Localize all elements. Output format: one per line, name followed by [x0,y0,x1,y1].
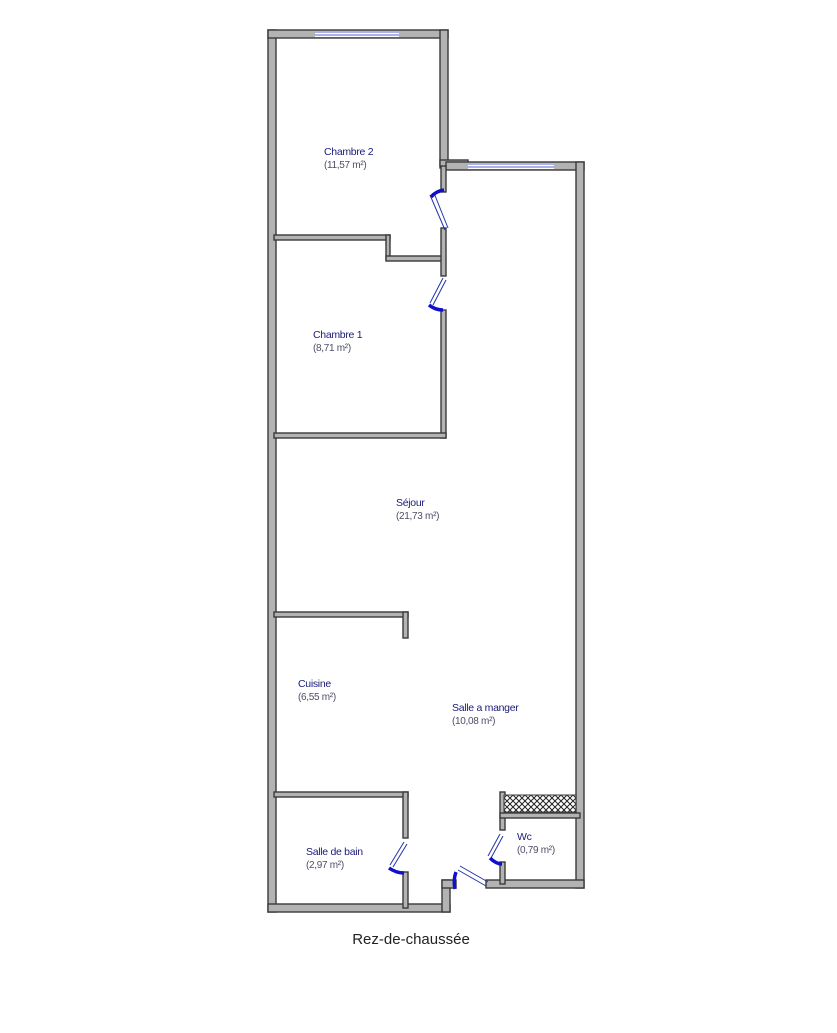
door-wc [487,833,504,866]
door-chambre1 [427,277,447,312]
floor-label: Rez-de-chaussée [352,931,470,948]
room-sejour: Séjour (21,73 m²) [396,497,439,522]
wall-cuisine-stub [402,611,409,639]
door-chambre2 [429,188,449,231]
windows [315,31,554,169]
doors [387,188,504,890]
room-cuisine: Cuisine (6,55 m²) [298,678,336,703]
room-area: (8,71 m²) [313,343,351,354]
room-salle-de-bain: Salle de bain (2,97 m²) [306,846,364,871]
wall-cuisine-top [273,611,409,618]
room-name: Cuisine [298,678,331,690]
wall-right-outer [575,161,585,889]
room-name: Salle de bain [306,846,363,858]
door-entree [452,865,489,890]
room-area: (10,08 m²) [452,716,495,727]
wall-corridor-upper [440,165,447,193]
room-name: Chambre 1 [313,329,363,341]
room-area: (6,55 m²) [298,692,336,703]
room-salle-a-manger: Salle a manger (10,08 m²) [452,702,520,727]
room-wc: Wc (0,79 m²) [517,831,555,856]
interior-walls [273,165,581,909]
wall-corridor-lower [440,309,447,439]
wall-chambre2-step-bottom [385,255,445,262]
wall-bain-right-upper [402,791,409,839]
wall-bottom-left [267,903,451,913]
wall-bain-right-lower [402,871,409,909]
room-chambre1: Chambre 1 (8,71 m²) [313,329,363,354]
wall-chambre1-bottom [273,432,447,439]
wall-notch-vertical [439,29,449,167]
room-name: Wc [517,831,532,843]
room-name: Chambre 2 [324,146,374,158]
room-area: (11,57 m²) [324,160,366,171]
wall-wc-top [499,812,581,819]
wall-bain-top [273,791,409,798]
wall-wc-left-lower [499,861,506,885]
exterior-walls [267,29,585,913]
wall-left-outer [267,29,277,913]
room-name: Séjour [396,497,425,509]
room-area: (2,97 m²) [306,860,344,871]
wc-duct-hatch [503,794,577,813]
wall-bottom-right [485,879,585,889]
room-area: (0,79 m²) [517,845,555,856]
room-area: (21,73 m²) [396,511,439,522]
room-chambre2: Chambre 2 (11,57 m²) [324,146,374,171]
room-labels: Chambre 2 (11,57 m²) Chambre 1 (8,71 m²)… [298,146,555,871]
wall-chambre2-bottom [273,234,391,241]
room-name: Salle a manger [452,702,519,714]
wall-corridor-mid [440,227,447,277]
door-salle-de-bain [387,841,408,875]
